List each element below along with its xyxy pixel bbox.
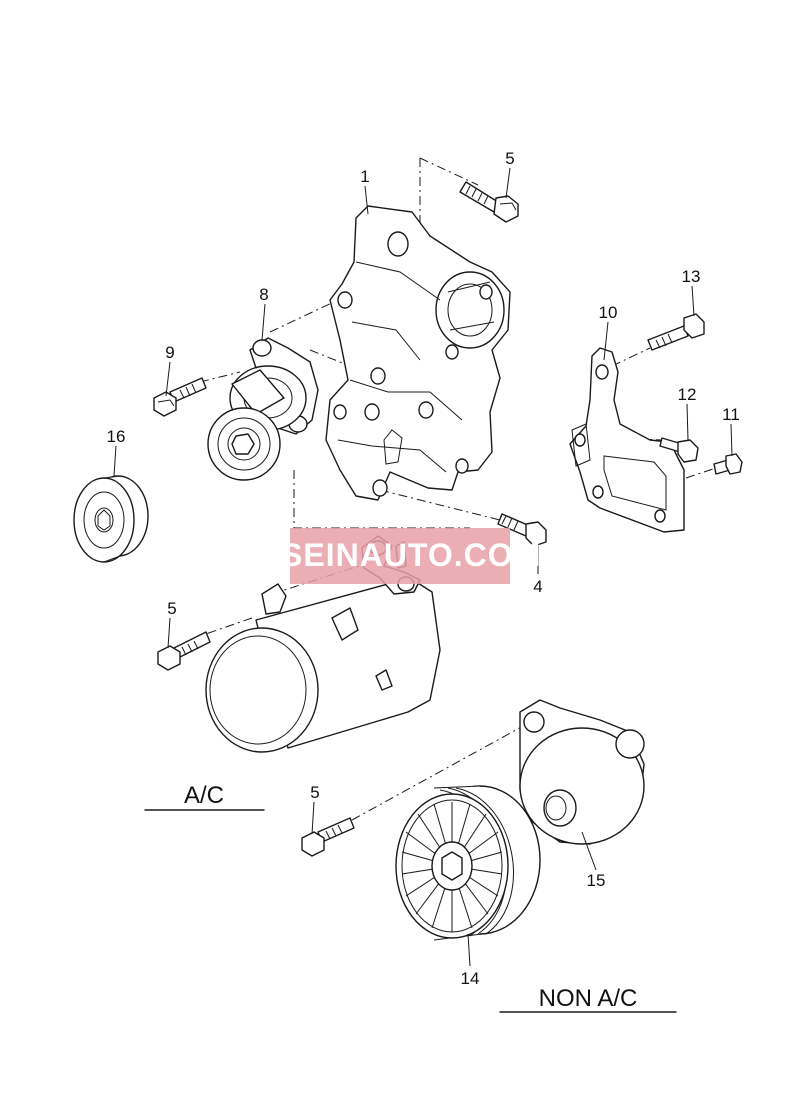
bracket-part-1: [325, 205, 511, 501]
callout-14: 14: [461, 969, 480, 988]
watermark-text: VSEINAUTO.COM: [259, 537, 542, 573]
callout-16: 16: [107, 427, 126, 446]
bolt-part-4: [497, 513, 547, 547]
bolt-part-11: [713, 453, 743, 475]
bolt-part-5-bottom: [301, 817, 355, 857]
leader-lines: [113, 167, 733, 967]
mount-part-15: [519, 699, 645, 845]
callout-5-bottom: 5: [310, 783, 319, 802]
bolt-part-5-middle: [157, 631, 211, 671]
callout-13: 13: [682, 267, 701, 286]
tensioner-part-8: [207, 337, 319, 481]
callout-5-top: 5: [505, 149, 514, 168]
callout-4: 4: [533, 577, 542, 596]
callout-1: 1: [360, 167, 369, 186]
bolt-part-9: [153, 377, 207, 417]
callout-9: 9: [165, 343, 174, 362]
label-ac: A/C: [184, 782, 224, 809]
callout-5-middle: 5: [167, 599, 176, 618]
bolt-part-5-top: [459, 181, 519, 223]
callout-12: 12: [678, 385, 697, 404]
watermark: VSEINAUTO.COM: [259, 528, 542, 584]
callout-15: 15: [587, 871, 606, 890]
bolt-part-12: [659, 437, 699, 463]
idler-pulley-part-16: [73, 475, 149, 563]
pulley-part-14: [395, 785, 541, 941]
callout-8: 8: [259, 285, 268, 304]
bolt-part-13: [647, 313, 705, 351]
bracket-part-10: [569, 347, 685, 533]
callouts: 1 5 8 9 16 10 13 12 11 4 5 5 15 14: [107, 149, 740, 988]
label-non-ac: NON A/C: [539, 985, 638, 1012]
section-labels: A/C NON A/C: [144, 782, 677, 1013]
callout-11: 11: [722, 405, 740, 424]
callout-10: 10: [599, 303, 618, 322]
